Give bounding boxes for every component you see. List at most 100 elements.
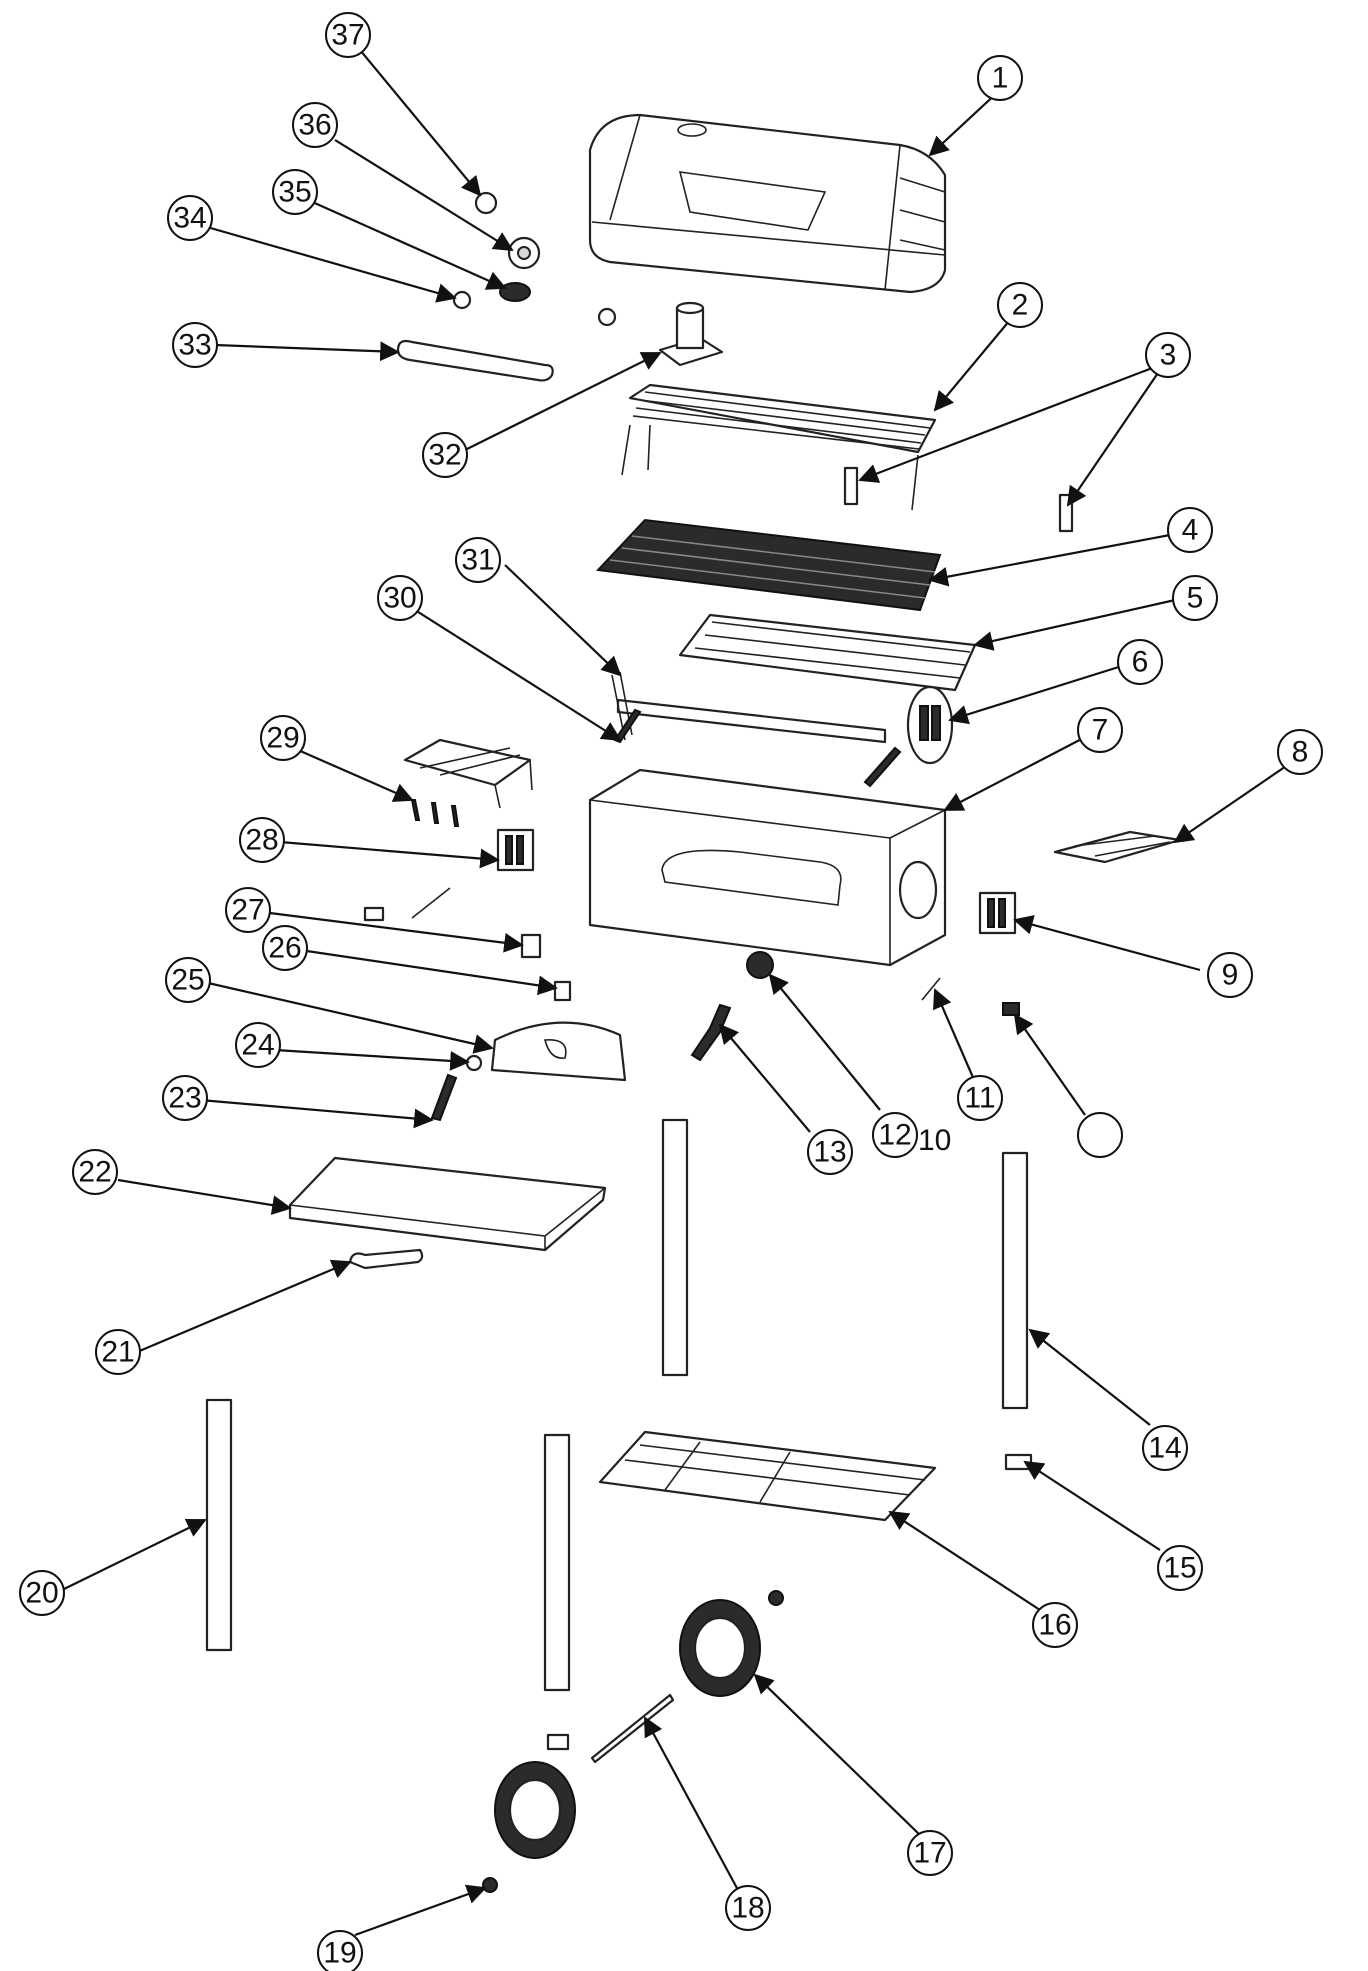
callout-circle [997,282,1043,328]
part-pin [411,887,451,919]
callout-circle [957,1075,1003,1121]
callout-12: 12 [872,1112,918,1158]
callout-9: 9 [1207,952,1253,998]
part-12-dial [746,951,774,979]
part-19-hubcap [482,1877,498,1893]
part-21-tray-handle [348,1248,424,1270]
callout-circle [172,322,218,368]
callout-circle [725,1885,771,1931]
callout-number: 1 [992,62,1009,95]
part-10-knob [1002,1002,1020,1016]
part-13-crank-handle [690,1003,732,1062]
part-16-bottom-shelf [598,1430,937,1522]
part-2-warming-rack [621,383,937,511]
part-8-side-shelf-right [1053,830,1182,864]
callout-5: 5 [1172,575,1218,621]
callout-circle [977,55,1023,101]
callout-circle [167,195,213,241]
part-spring [363,906,385,922]
label-10: 10 [918,1124,951,1157]
callout-number: 31 [461,544,494,577]
callout-circle [225,887,271,933]
leader-lines [61,49,1296,1937]
part-25-ash-door [490,1021,627,1082]
part-14-leg [1001,1151,1029,1410]
callout-number: 11 [964,1082,995,1115]
callout-circle [1157,1545,1203,1591]
part-6-side-plate [906,685,954,765]
callout-circle [1032,1602,1078,1648]
callout-number: 17 [913,1837,946,1870]
callout-circle [325,12,371,58]
callout-1: 1 [977,55,1023,101]
callout-37: 37 [325,12,371,58]
callout-circle [72,1149,118,1195]
callout-number: 14 [1148,1432,1181,1465]
callout-16: 16 [1032,1602,1078,1648]
callout-circle [1077,1112,1123,1158]
callout-number: 24 [241,1029,274,1062]
callout-4: 4 [1167,507,1213,553]
part-29-screws [410,799,460,827]
callout-number: 33 [178,329,211,362]
callout-8: 8 [1277,729,1323,775]
part-27-hinge [520,933,542,959]
callout-23: 23 [162,1075,208,1121]
callout-3: 3 [1145,332,1191,378]
part-9-vent [978,891,1017,935]
callout-11: 11 [957,1075,1003,1121]
callout-circle [95,1329,141,1375]
part-small-nut [597,307,617,327]
callout-number: 18 [731,1892,764,1925]
part-3-bracket-a [843,466,859,506]
part-34-nut [452,290,472,310]
callout-number: 28 [245,824,278,857]
callout-number: 30 [383,582,416,615]
callout-number: 13 [813,1136,846,1169]
part-15-foot [1004,1453,1033,1471]
callout-circle [872,1112,918,1158]
callout-number: 19 [323,1937,356,1970]
part-rod [863,746,902,788]
callout-number: 29 [266,722,299,755]
part-35-gasket [499,282,531,302]
part-29-side-shelf-left [403,738,533,809]
callout-circle [1207,952,1253,998]
callout-36: 36 [292,102,338,148]
callout-circle [907,1830,953,1876]
callout-number: 9 [1222,959,1239,992]
part-23-spring-handle [430,1073,458,1122]
callout-number: 2 [1012,289,1029,322]
callout-circle [272,169,318,215]
callout-32: 32 [422,432,468,478]
callout-number: 16 [1038,1609,1071,1642]
callout-number: 21 [101,1336,134,1369]
callout-circle [1117,639,1163,685]
part-24-knob [465,1054,483,1072]
callout-number: 37 [331,19,364,52]
callout-27: 27 [225,887,271,933]
callout-number: 6 [1132,646,1149,679]
callout-2: 2 [997,282,1043,328]
callout-circle [317,1930,363,1971]
callout-circle [1077,707,1123,753]
callout-18: 18 [725,1885,771,1931]
callout-circle [1145,332,1191,378]
callout-circle [455,537,501,583]
callout-number: 8 [1292,736,1309,769]
callout-20: 20 [19,1570,65,1616]
callout-circle [260,715,306,761]
callout-circle [1172,575,1218,621]
callout-number: 25 [171,964,204,997]
callout-35: 35 [272,169,318,215]
callout-circle [162,1075,208,1121]
callout-13: 13 [807,1129,853,1175]
callout-blank [1077,1112,1123,1158]
callout-number: 5 [1187,582,1204,615]
part-22-tray [288,1156,607,1252]
part-20-leg [205,1398,233,1652]
callout-25: 25 [165,957,211,1003]
part-32-chimney [658,301,724,367]
part-37-ring [474,191,498,215]
